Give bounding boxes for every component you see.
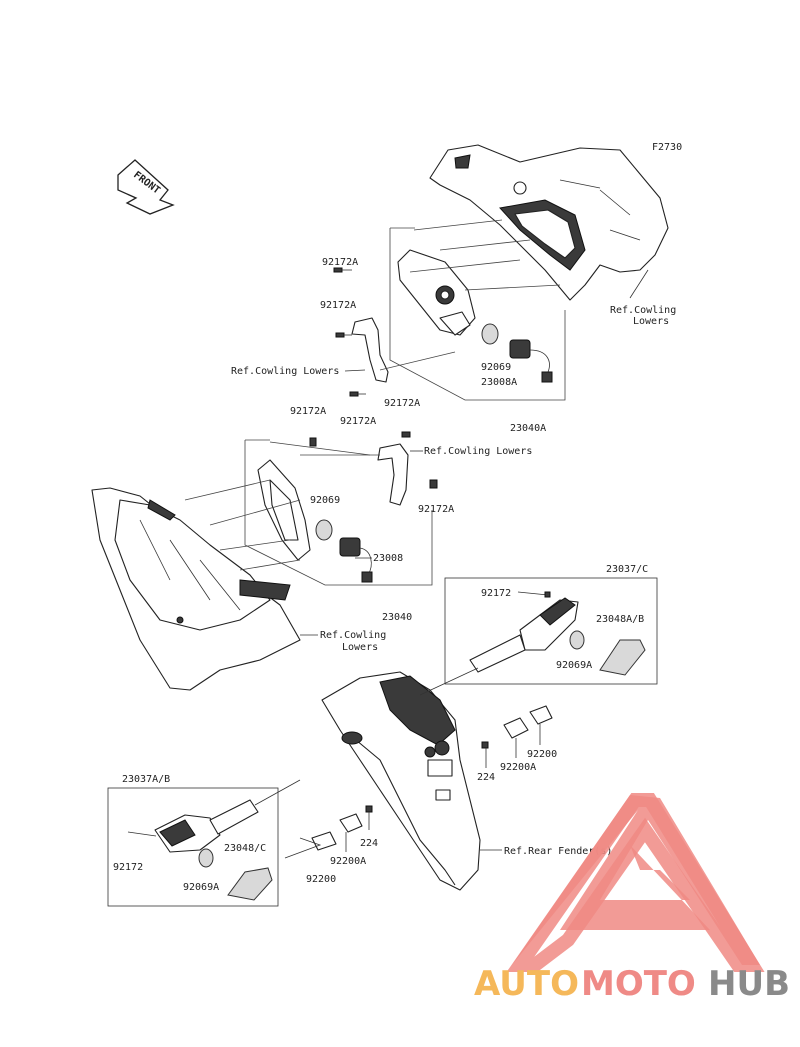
label-ref-cowling-left-2: Lowers	[342, 642, 378, 653]
fender-plate-right-icon	[503, 705, 553, 739]
lower-bracket	[377, 443, 409, 506]
rear-right-screw-icon	[517, 591, 551, 598]
label-lower-bulb: 92069	[310, 495, 340, 506]
label-fender-bolt-left: 224	[360, 838, 378, 849]
mid-bolt-2-icon	[401, 431, 411, 438]
label-lower-socket: 23008	[373, 553, 403, 564]
label-upper-bolt-1: 92172A	[322, 257, 358, 268]
upper-socket-icon	[509, 339, 553, 383]
lower-turn-signal-housing	[257, 459, 311, 561]
fender-bolt-right-icon	[481, 741, 489, 749]
upper-bolt-1-icon	[333, 267, 352, 273]
label-ref-cowling-right: Ref.Cowling	[610, 305, 676, 316]
lower-cowling	[91, 487, 301, 691]
rear-right-lens-icon	[599, 639, 646, 676]
figure-code: F2730	[652, 142, 682, 153]
label-fender-plate-left-b: 92200	[306, 874, 336, 885]
watermark-hub: HUB	[708, 964, 790, 1004]
lower-bulb-icon	[315, 519, 333, 541]
label-fender-plate-left-a: 92200A	[330, 856, 366, 867]
label-fender-bolt-right: 224	[477, 772, 495, 783]
mid-bolt-3-icon	[429, 479, 438, 489]
label-mid-bolt-2: 92172A	[384, 398, 420, 409]
label-ref-cowling-mid: Ref.Cowling Lowers	[231, 366, 339, 377]
label-lower-assembly: 23040	[382, 612, 412, 623]
upper-bracket	[351, 317, 389, 383]
rear-fender	[321, 671, 481, 891]
rear-left-screw-icon	[127, 831, 157, 837]
front-arrow-icon: FRONT	[117, 159, 175, 215]
watermark-logo: AUTO MOTO HUB	[474, 793, 790, 1004]
lower-guide-lines	[184, 439, 433, 586]
upper-cowling	[429, 144, 669, 301]
upper-bulb-icon	[481, 323, 499, 345]
label-ref-cowling-right-2: Lowers	[633, 316, 669, 327]
label-mid-bolt-1: 92172A	[290, 406, 326, 417]
label-ref-cowling-left: Ref.Cowling	[320, 630, 386, 641]
watermark-moto: MOTO	[581, 964, 696, 1004]
fender-bolt-left-icon	[365, 805, 373, 813]
upper-bolt-3-icon	[349, 391, 366, 397]
label-ref-cowling-center: Ref.Cowling Lowers	[424, 446, 532, 457]
rear-left-bulb-icon	[198, 848, 214, 868]
label-ref-rear-fender: Ref.Rear Fender(s)	[504, 846, 612, 857]
mid-bolt-1-icon	[309, 437, 317, 447]
rear-left-group-box	[107, 787, 279, 907]
rear-left-lens-icon	[227, 867, 273, 901]
label-upper-bulb: 92069	[481, 362, 511, 373]
label-rear-left-bulb: 92069A	[183, 882, 219, 893]
rear-right-group-box	[444, 577, 658, 685]
rear-left-turn-signal	[154, 779, 301, 853]
label-rear-left-lens: 23048/C	[224, 843, 266, 854]
rear-right-bulb-icon	[569, 630, 585, 650]
label-mid-bolt-3: 92172A	[418, 504, 454, 515]
label-rear-left-assembly: 23037A/B	[122, 774, 170, 785]
watermark-auto: AUTO	[474, 964, 579, 1004]
label-rear-right-lens: 23048A/B	[596, 614, 644, 625]
label-upper-socket: 23008A	[481, 377, 517, 388]
label-upper-assembly: 23040A	[510, 423, 546, 434]
label-fender-plate-right-b: 92200A	[500, 762, 536, 773]
label-rear-right-bulb: 92069A	[556, 660, 592, 671]
label-fender-plate-right-a: 92200	[527, 749, 557, 760]
label-rear-right-screw: 92172	[481, 588, 511, 599]
upper-bolt-2-icon	[335, 332, 352, 338]
lower-socket-icon	[339, 537, 373, 583]
upper-turn-signal-housing	[397, 249, 476, 336]
rear-right-turn-signal	[419, 597, 579, 696]
label-rear-right-assembly: 23037/C	[606, 564, 648, 575]
upper-guide-lines	[379, 219, 566, 401]
label-rear-left-screw: 92172	[113, 862, 143, 873]
label-upper-bolt-3: 92172A	[340, 416, 376, 427]
label-upper-bolt-2: 92172A	[320, 300, 356, 311]
